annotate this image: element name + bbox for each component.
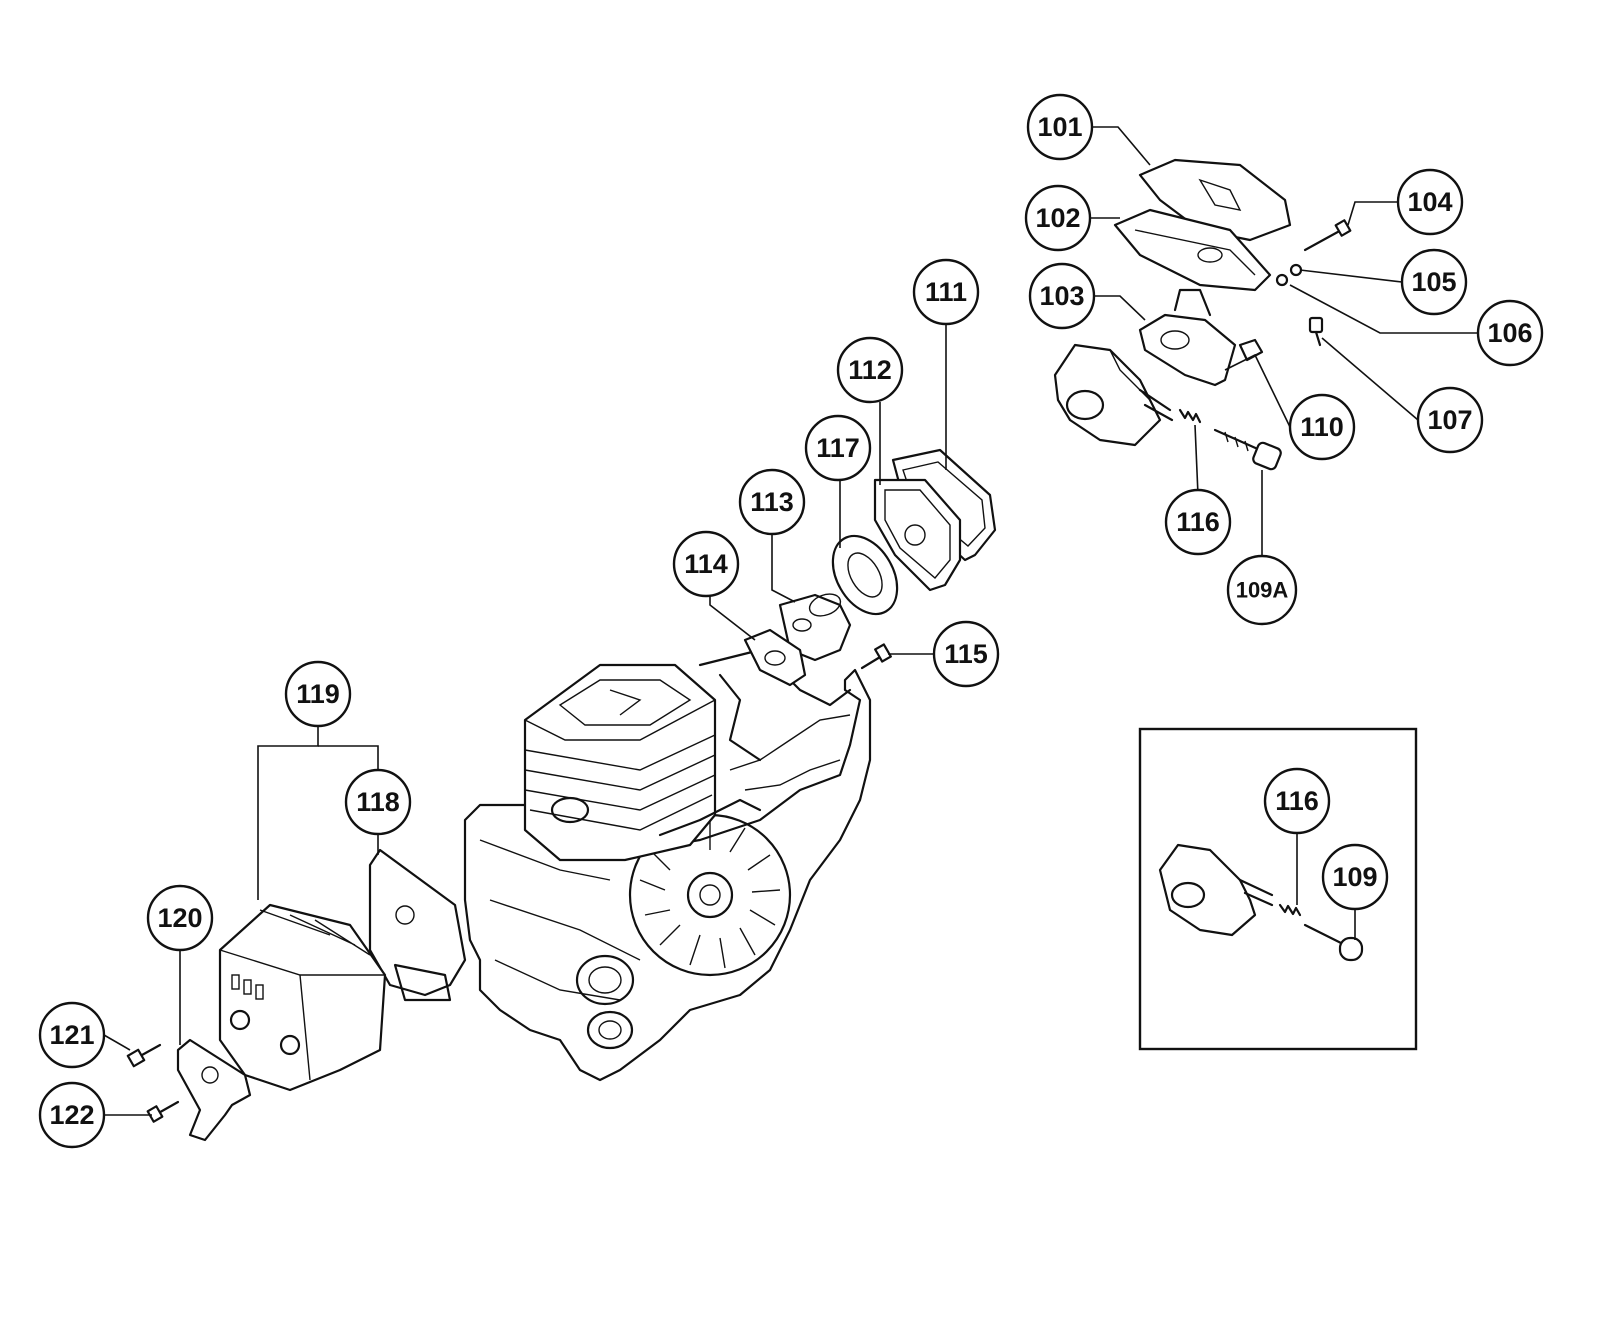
callout-102: 102 [1024,184,1092,252]
callout-116-inset: 116 [1263,767,1331,835]
svg-text:120: 120 [157,903,202,933]
svg-text:102: 102 [1035,203,1080,233]
part-101-filter-cover [1138,158,1292,242]
part-104-bolt [1303,219,1352,252]
svg-text:117: 117 [816,433,860,463]
engine-cylinder [523,663,762,862]
part-109a-adjust-screw [1213,428,1282,471]
svg-text:104: 104 [1407,187,1452,217]
part-106-washer [1275,273,1289,287]
callout-117: 117 [804,414,872,482]
callout-119: 119 [284,660,352,728]
inset-alternate-carburetor [1138,727,1418,1051]
callout-121: 121 [38,1001,106,1069]
part-115-screw [860,643,892,670]
svg-text:113: 113 [750,487,794,517]
callout-109: 109 [1321,843,1389,911]
callout-116-main: 116 [1164,488,1232,556]
callout-106: 106 [1476,299,1544,367]
callout-107: 107 [1416,386,1484,454]
callout-114: 114 [672,530,740,598]
part-117-flange [831,534,899,616]
svg-text:116: 116 [1275,786,1319,816]
callout-115: 115 [932,620,1000,688]
svg-text:105: 105 [1411,267,1456,297]
svg-text:121: 121 [49,1020,94,1050]
svg-text:115: 115 [944,639,988,669]
callout-109a: 109A [1226,554,1298,626]
svg-text:106: 106 [1487,318,1532,348]
callout-111: 111 [912,258,980,326]
svg-text:111: 111 [925,277,967,307]
part-107-screw [1308,316,1324,347]
leader-lines [103,126,1478,1116]
svg-text:116: 116 [1176,507,1220,537]
svg-text:119: 119 [296,679,340,709]
part-119-muffler [218,903,387,1092]
svg-text:101: 101 [1037,112,1082,142]
part-114-gasket [743,628,807,687]
svg-text:109: 109 [1332,862,1377,892]
svg-text:112: 112 [848,355,892,385]
carburetor [1053,343,1174,447]
callout-118: 118 [344,768,412,836]
part-112-adapter-plate [873,478,962,592]
callout-110: 110 [1288,393,1356,461]
svg-text:114: 114 [684,549,728,579]
part-120-deflector [176,1038,252,1142]
callout-122: 122 [38,1081,106,1149]
callout-112: 112 [836,336,904,404]
part-116-spring [1178,408,1202,424]
part-121-screw [126,1043,162,1068]
part-103-filter-base [1138,288,1237,387]
part-102-filter [1113,208,1272,292]
svg-text:109A: 109A [1236,578,1289,603]
callout-120: 120 [146,884,214,952]
svg-text:122: 122 [49,1100,94,1130]
svg-text:118: 118 [356,787,400,817]
svg-text:107: 107 [1427,405,1472,435]
callout-103: 103 [1028,262,1096,330]
part-105-nut [1289,263,1303,277]
callout-101: 101 [1026,93,1094,161]
part-110-clip [1238,338,1264,362]
part-122-screw [146,1100,180,1123]
callout-105: 105 [1400,248,1468,316]
callout-104: 104 [1396,168,1464,236]
callout-113: 113 [738,468,806,536]
svg-text:103: 103 [1039,281,1084,311]
svg-text:110: 110 [1300,412,1344,442]
